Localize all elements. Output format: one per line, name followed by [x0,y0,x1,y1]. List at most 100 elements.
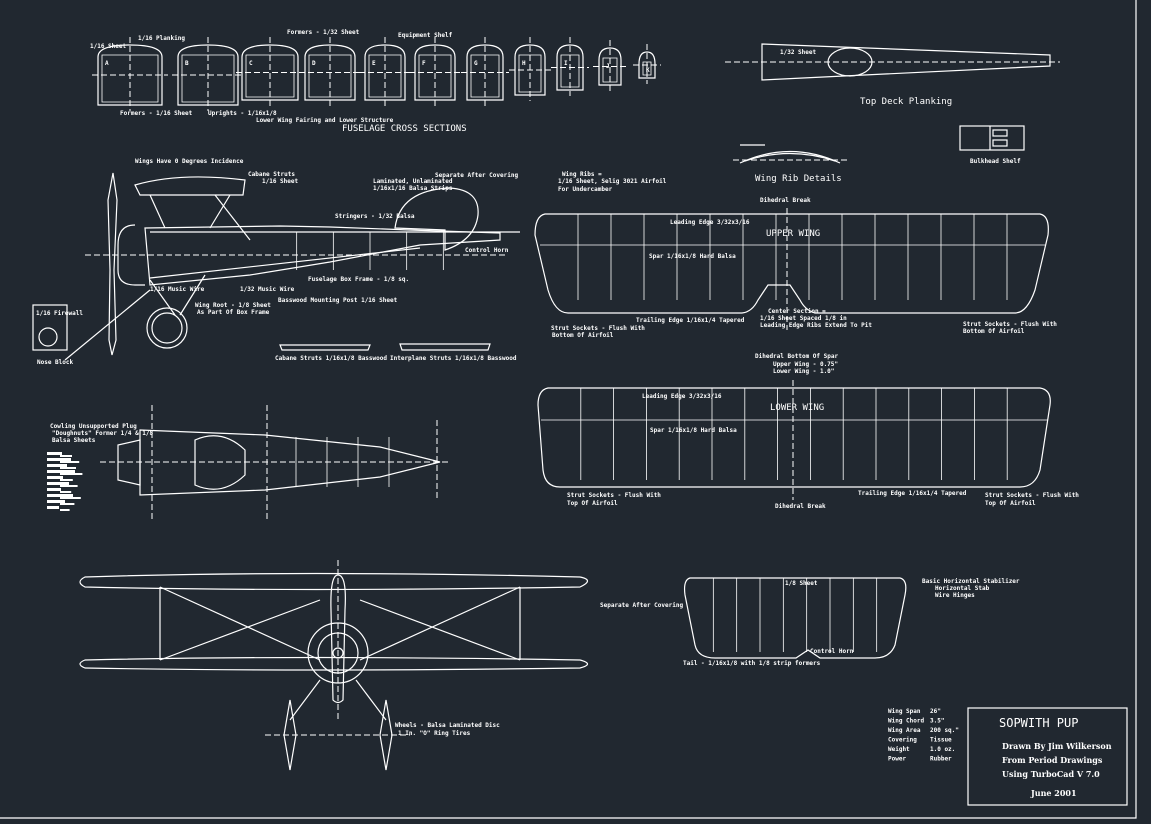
spec-label: Wing Span [888,708,921,715]
cross-section: H [509,37,551,101]
upper-wing-plan: UPPER WING Dihedral Break Leading Edge 3… [534,197,1057,339]
cross-section: F [409,37,461,106]
balsa-strip [60,461,80,463]
balsa-strip [47,470,75,473]
svg-text:Wheels - Balsa Laminated Disc: Wheels - Balsa Laminated Disc [395,722,500,729]
svg-text:1/8 Sheet: 1/8 Sheet [785,580,818,587]
balsa-strip [60,479,73,481]
wing-label: Top Of Airfoil [985,500,1036,507]
svg-text:Control Horn: Control Horn [465,247,509,254]
svg-text:Nose Block: Nose Block [37,359,74,366]
balsa-strip [47,458,71,461]
balsa-strip [60,473,83,475]
wing-label: Strut Sockets - Flush With [985,492,1079,499]
balsa-strip [47,452,62,455]
svg-text:Basic Horizontal Stabilizer: Basic Horizontal Stabilizer [922,578,1020,585]
balsa-strip [60,485,78,487]
lower-wing-title: LOWER WING [770,403,824,413]
section-letter: K [646,67,650,74]
balsa-strip [60,497,81,499]
balsa-strip [47,464,67,467]
spec-label: Wing Chord [888,718,925,725]
svg-text:As Part Of Box Frame: As Part Of Box Frame [197,309,270,316]
drawing-date: June 2001 [1030,788,1077,798]
xs-label: 1/16 Sheet [90,43,127,50]
cross-section: E [359,37,411,106]
cross-section: I [551,37,589,96]
cross-section: A [92,37,168,111]
svg-text:"Doughnuts" Former 1/4 & 1/8: "Doughnuts" Former 1/4 & 1/8 [52,430,154,437]
xs-label: Lower Wing Fairing and Lower Structure [256,117,394,124]
svg-text:Basswood Mounting Post 1/16 Sh: Basswood Mounting Post 1/16 Sheet [278,297,398,304]
spec-value: 1.0 oz. [930,746,955,753]
wing-label: Strut Sockets - Flush With [551,325,645,332]
svg-text:1 In. "O" Ring Tires: 1 In. "O" Ring Tires [398,730,471,737]
balsa-strip [47,494,73,497]
xs-label: Formers - 1/32 Sheet [287,29,360,36]
section-letter: C [249,60,253,67]
svg-text:Wire Hinges: Wire Hinges [935,592,975,599]
balsa-strip [47,488,61,491]
wing-label: Strut Sockets - Flush With [963,321,1057,328]
section-letter: G [474,60,478,67]
wing-rib-details: Wing Rib Details Wing Ribs = 1/16 Sheet,… [558,144,850,193]
lower-wing-plan: LOWER WING Leading Edge 3/32x3/16 Spar 1… [537,380,1079,510]
wing-label: Bottom Of Airfoil [552,332,614,339]
svg-text:Interplane Struts 1/16x1/8 Bas: Interplane Struts 1/16x1/8 Basswood [390,355,517,362]
cross-section: C [236,37,304,106]
front-view: Wheels - Balsa Laminated Disc 1 In. "O" … [79,560,589,771]
bulkhead-title: Bulkhead Shelf [970,158,1021,165]
svg-text:1/16x1/16 Balsa Strips: 1/16x1/16 Balsa Strips [373,185,453,192]
upper-wing-title: UPPER WING [766,229,820,239]
section-letter: A [105,60,109,67]
svg-text:Upper Wing - 0.75": Upper Wing - 0.75" [773,361,838,368]
top-view-fuselage: Cowling Unsupported Plug "Doughnuts" For… [47,405,450,520]
top-deck-planking: 1/32 Sheet Top Deck Planking [725,43,1060,107]
wing-rib-note: For Undercamber [558,186,613,193]
cross-section: B [172,37,244,111]
svg-text:1/16 Firewall: 1/16 Firewall [36,310,83,317]
wing-label: 1/16 Sheet Spaced 1/8 in [760,315,847,322]
svg-text:Separate After Covering: Separate After Covering [435,172,518,179]
top-deck-label: 1/32 Sheet [780,49,817,56]
wing-label: Bottom Of Airfoil [963,328,1025,335]
side-view: Wings Have 0 Degrees Incidence Cabane St… [32,158,520,366]
section-letter: I [564,60,568,67]
wing-label: Top Of Airfoil [567,500,618,507]
software: Using TurboCad V 7.0 [1002,769,1100,779]
xs-label: Formers - 1/16 Sheet [120,110,193,117]
wing-label: Trailing Edge 1/16x1/4 Tapered [858,490,967,497]
balsa-strip [47,506,59,509]
section-letter: D [312,60,316,67]
bulkhead-shelf: Bulkhead Shelf [959,125,1025,165]
xs-label: 1/16 Planking [138,35,185,42]
spec-label: Wing Area [888,727,921,734]
wing-label: Center Section = [768,308,826,315]
balsa-strip [60,467,76,469]
spec-label: Covering [888,737,917,744]
section-letter: B [185,60,189,67]
wing-rib-title: Wing Rib Details [755,174,842,184]
spec-label: Weight [888,746,910,753]
svg-text:1/16 Sheet: 1/16 Sheet [262,178,299,185]
drawing-title: SOPWITH PUP [999,716,1078,730]
svg-text:Laminated, Unlaminated: Laminated, Unlaminated [373,178,453,185]
spec-value: 26" [930,708,941,715]
wing-label: Leading Edge 3/32x3/16 [642,393,722,400]
svg-text:Cabane Struts 1/16x1/8 Basswoo: Cabane Struts 1/16x1/8 Basswood [275,355,387,362]
wing-label: Spar 1/16x1/8 Hard Balsa [649,253,736,260]
balsa-strip [47,482,69,485]
cross-section: J [593,40,627,91]
balsa-strip [47,476,63,479]
tail-plan: Basic Horizontal Stabilizer Horizontal S… [600,577,1020,667]
balsa-strip [60,455,72,457]
wing-rib-note: 1/16 Sheet, Selig 3021 Airfoil [558,178,667,185]
balsa-strip [60,509,70,511]
svg-text:Horizontal Stab: Horizontal Stab [935,585,990,592]
wing-label: Spar 1/16x1/8 Hard Balsa [650,427,737,434]
svg-text:Balsa Sheets: Balsa Sheets [52,437,96,444]
balsa-strip [60,491,72,493]
title-block: SOPWITH PUP Drawn By Jim Wilkerson From … [967,707,1128,806]
